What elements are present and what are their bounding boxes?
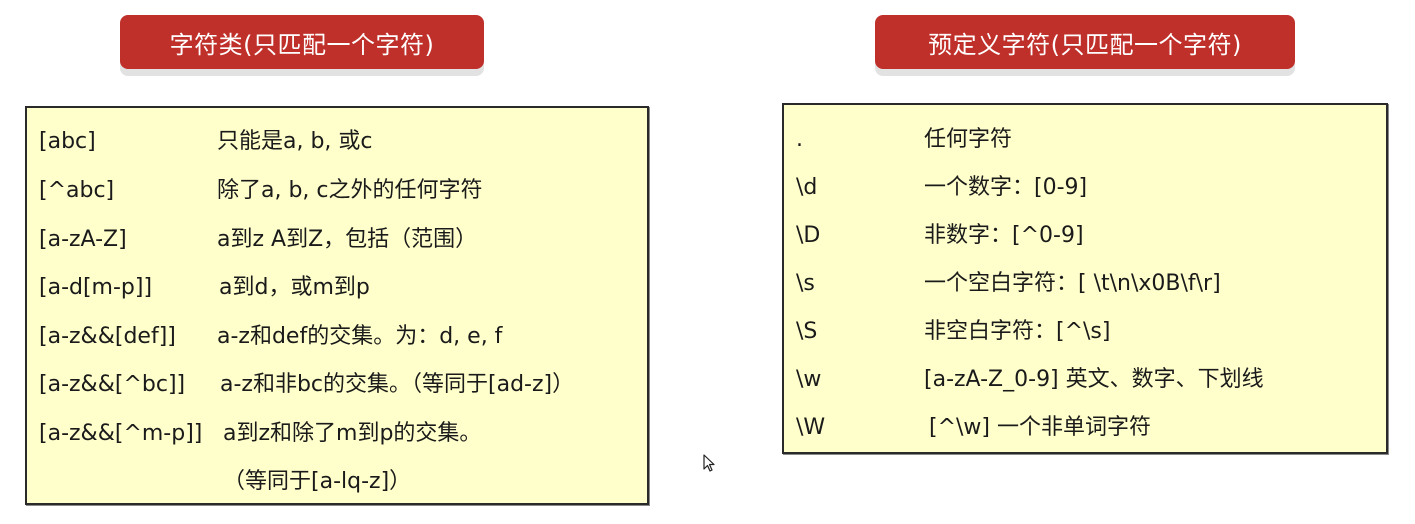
pattern-cell: \s xyxy=(796,271,815,296)
description-cell: 一个空白字符：[ \t\n\x0B\f\r] xyxy=(924,271,1221,296)
description-cell: 非空白字符：[^\s] xyxy=(924,319,1111,344)
pattern-cell: \S xyxy=(796,319,818,344)
description-cell: 非数字：[^0-9] xyxy=(924,223,1084,248)
pattern-cell: [^abc] xyxy=(39,178,115,203)
pattern-cell: [a-z&&[def]] xyxy=(39,324,176,349)
description-cell: 一个数字：[0-9] xyxy=(924,175,1088,200)
pattern-cell: [a-z&&[^m-p]] xyxy=(39,421,203,446)
description-cell: 任何字符 xyxy=(924,127,1013,152)
pattern-cell: [a-d[m-p]] xyxy=(39,275,153,300)
description-cell: 只能是a, b, 或c xyxy=(217,129,373,154)
description-cell: a-z和def的交集。为：d, e, f xyxy=(217,324,503,349)
description-cell: a-z和非bc的交集。（等同于[ad-z]） xyxy=(220,372,575,397)
pattern-cell: \w xyxy=(796,367,822,392)
pattern-cell: \W xyxy=(796,415,826,440)
character-class-table: [abc] 只能是a, b, 或c [^abc] 除了a, b, c之外的任何字… xyxy=(25,106,649,505)
description-cell: a到d，或m到p xyxy=(219,275,370,300)
description-cell: [^\w] 一个非单词字符 xyxy=(929,415,1151,440)
character-class-title-text: 字符类(只匹配一个字符) xyxy=(169,30,435,59)
pattern-cell: . xyxy=(796,127,803,152)
character-class-title: 字符类(只匹配一个字符) xyxy=(120,15,484,69)
description-cell: （等同于[a-lq-z]） xyxy=(223,469,412,494)
predefined-character-title-text: 预定义字符(只匹配一个字符) xyxy=(928,30,1242,59)
pattern-cell: [abc] xyxy=(39,129,96,154)
pattern-cell: \D xyxy=(796,223,821,248)
predefined-character-title: 预定义字符(只匹配一个字符) xyxy=(875,15,1295,69)
description-cell: a到z和除了m到p的交集。 xyxy=(223,421,482,446)
pattern-cell: \d xyxy=(796,175,818,200)
description-cell: 除了a, b, c之外的任何字符 xyxy=(217,178,483,203)
predefined-character-table: . 任何字符 \d 一个数字：[0-9] \D 非数字：[^0-9] \s 一个… xyxy=(782,103,1388,454)
mouse-pointer-icon xyxy=(703,454,717,474)
description-cell: a到z A到Z，包括（范围） xyxy=(217,227,478,252)
pattern-cell: [a-z&&[^bc]] xyxy=(39,372,186,397)
pattern-cell: [a-zA-Z] xyxy=(39,227,127,252)
description-cell: [a-zA-Z_0-9] 英文、数字、下划线 xyxy=(924,367,1264,392)
